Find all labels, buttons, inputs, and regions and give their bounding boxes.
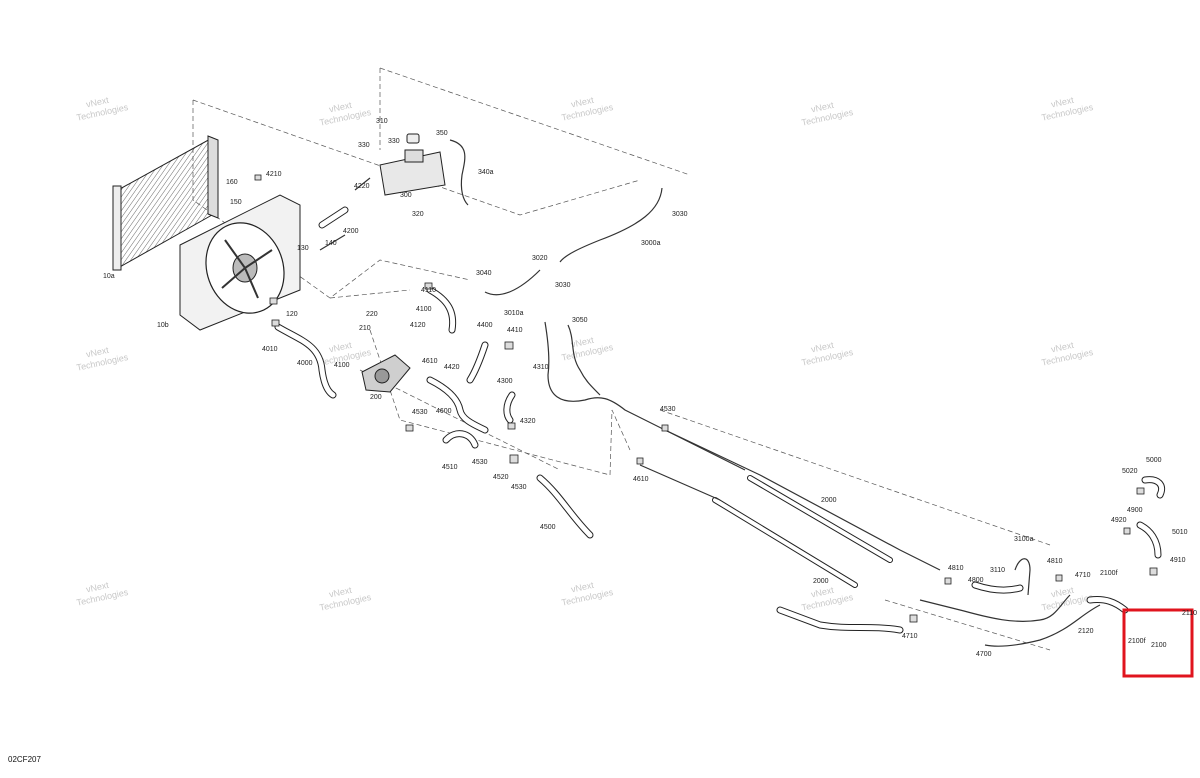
part-label: 320 — [412, 211, 424, 218]
part-label: 3110 — [990, 567, 1005, 574]
part-label: 2100f — [1100, 570, 1118, 577]
part-label: 4320 — [520, 418, 536, 425]
part-label: 3030 — [555, 282, 571, 289]
part-label: 120 — [286, 311, 298, 318]
coolant-tubes — [712, 475, 893, 588]
thin-lines — [319, 139, 1101, 647]
watermark-text: vNext — [810, 585, 835, 600]
part-label: 4910 — [1170, 557, 1186, 564]
part-label: 5010 — [1172, 529, 1188, 536]
part-label: 3100a — [1014, 536, 1034, 543]
part-label: 4300 — [497, 378, 513, 385]
part-label: 2100 — [1151, 642, 1167, 649]
part-label: 2000 — [821, 497, 837, 504]
part-label: 4530 — [660, 406, 676, 413]
part-label: 4810 — [948, 565, 964, 572]
part-label: 4530 — [412, 409, 428, 416]
part-label: 4610 — [633, 476, 649, 483]
part-label: 4500 — [540, 524, 556, 531]
watermark-text: vNext — [85, 580, 110, 595]
part-label: 150 — [230, 199, 242, 206]
part-label: 4510 — [442, 464, 458, 471]
part-label: 4110 — [421, 287, 436, 294]
part-label: 210 — [359, 325, 371, 332]
part-label: 330 — [358, 142, 370, 149]
part-label: 3010a — [504, 310, 524, 317]
expansion-tank — [379, 133, 446, 196]
fan-shroud — [179, 194, 301, 331]
part-label: 4710 — [902, 633, 918, 640]
assembly-dashed-lines — [192, 67, 1051, 651]
part-label: 10b — [157, 322, 169, 329]
diagram-code: 02CF207 — [8, 755, 41, 764]
watermark-text: vNext — [1050, 95, 1075, 110]
part-label: 130 — [297, 245, 309, 252]
part-label: 3000a — [641, 240, 661, 247]
part-label: 4610 — [422, 358, 438, 365]
part-label: 3040 — [476, 270, 492, 277]
part-label: 160 — [226, 179, 238, 186]
part-label: 310 — [376, 118, 388, 125]
watermark-text: vNext — [328, 100, 353, 115]
part-label: 4920 — [1111, 517, 1127, 524]
part-labels: 10a 10b 160 150 4210 130 140 120 4010 4000 310 330 3… — [103, 118, 1197, 658]
part-label: 4210 — [266, 171, 282, 178]
part-label: 2120 — [1078, 628, 1094, 635]
part-label: 5020 — [1122, 468, 1138, 475]
watermark-text: vNext — [810, 340, 835, 355]
part-label: 350 — [436, 130, 448, 137]
clamps — [254, 174, 1158, 623]
part-label: 2110 — [1182, 610, 1197, 617]
part-label: 4100 — [416, 306, 432, 313]
watermark-text: vNext — [570, 95, 595, 110]
part-label: 140 — [325, 240, 337, 247]
part-label: 4810 — [1047, 558, 1063, 565]
watermark-text: vNext — [328, 585, 353, 600]
part-label: 220 — [366, 311, 378, 318]
part-label: 2000 — [813, 578, 829, 585]
part-label: 4600 — [436, 408, 452, 415]
highlight-box — [1122, 608, 1194, 678]
part-label: 340a — [478, 169, 494, 176]
watermark-text: vNext — [570, 580, 595, 595]
part-label: 4120 — [410, 322, 426, 329]
watermark-text: vNext — [570, 335, 595, 350]
part-label: 4310 — [533, 364, 549, 371]
part-label: 3050 — [572, 317, 588, 324]
part-label: 10a — [103, 273, 115, 280]
part-label: 4400 — [477, 322, 493, 329]
part-label: 4900 — [1127, 507, 1143, 514]
part-label: 5000 — [1146, 457, 1162, 464]
part-label: 300 — [400, 192, 412, 199]
part-label: 4410 — [507, 327, 523, 334]
hoses — [274, 206, 1166, 634]
part-label: 4520 — [493, 474, 509, 481]
part-label: 4800 — [968, 577, 984, 584]
watermark-text: vNext — [1050, 340, 1075, 355]
part-label: 2100f — [1128, 638, 1146, 645]
part-label: 4420 — [444, 364, 460, 371]
part-label: 4000 — [297, 360, 313, 367]
part-label: 3020 — [532, 255, 548, 262]
part-label: 3030 — [672, 211, 688, 218]
part-label: 4530 — [472, 459, 488, 466]
part-label: 4710 — [1075, 572, 1091, 579]
part-label: 4010 — [262, 346, 278, 353]
water-pump — [361, 354, 411, 393]
part-label: 200 — [370, 394, 382, 401]
part-label: 4220 — [354, 183, 370, 190]
part-label: 4200 — [343, 228, 359, 235]
watermark-text: vNext — [810, 100, 835, 115]
radiator-core — [112, 135, 219, 271]
watermark-text: vNext — [85, 345, 110, 360]
part-label: 4100 — [334, 362, 350, 369]
part-label: 330 — [388, 138, 400, 145]
part-label: 4530 — [511, 484, 527, 491]
watermark-text: vNext — [85, 95, 110, 110]
watermark-text: vNext — [328, 340, 353, 355]
part-label: 4700 — [976, 651, 992, 658]
